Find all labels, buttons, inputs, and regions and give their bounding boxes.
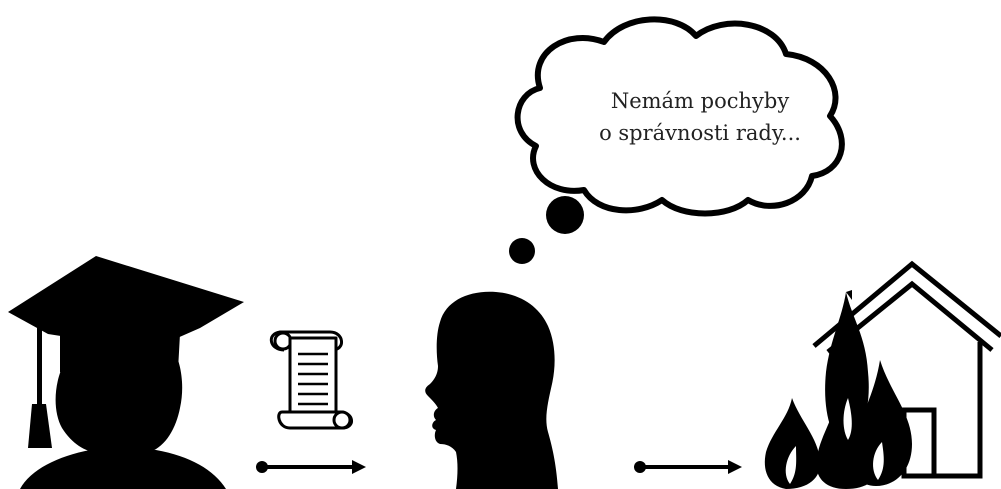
thought-bubble: Nemám pochyby o správnosti rady... [509,16,845,264]
thought-text-line-1: Nemám pochyby [611,89,790,113]
arrow-right-icon [256,460,366,474]
graduate-shoulders [20,450,226,489]
scroll-icon [269,330,353,430]
thought-dot-small [509,238,535,264]
person-head-silhouette-icon [425,291,558,489]
thought-cloud [514,16,845,217]
fire-flames [764,290,912,489]
thought-dot-large [546,196,584,234]
person-ear [510,357,530,387]
tassel [28,404,52,448]
graduate-head [55,360,183,452]
arrow-right-icon [634,460,742,474]
tassel-cord [37,320,42,410]
house-on-fire-icon [764,260,1001,489]
person-head [425,291,558,489]
mortarboard-cap [8,256,244,350]
thought-text-line-2: o správnosti rady... [599,121,801,145]
graduate-silhouette-icon [8,256,244,489]
